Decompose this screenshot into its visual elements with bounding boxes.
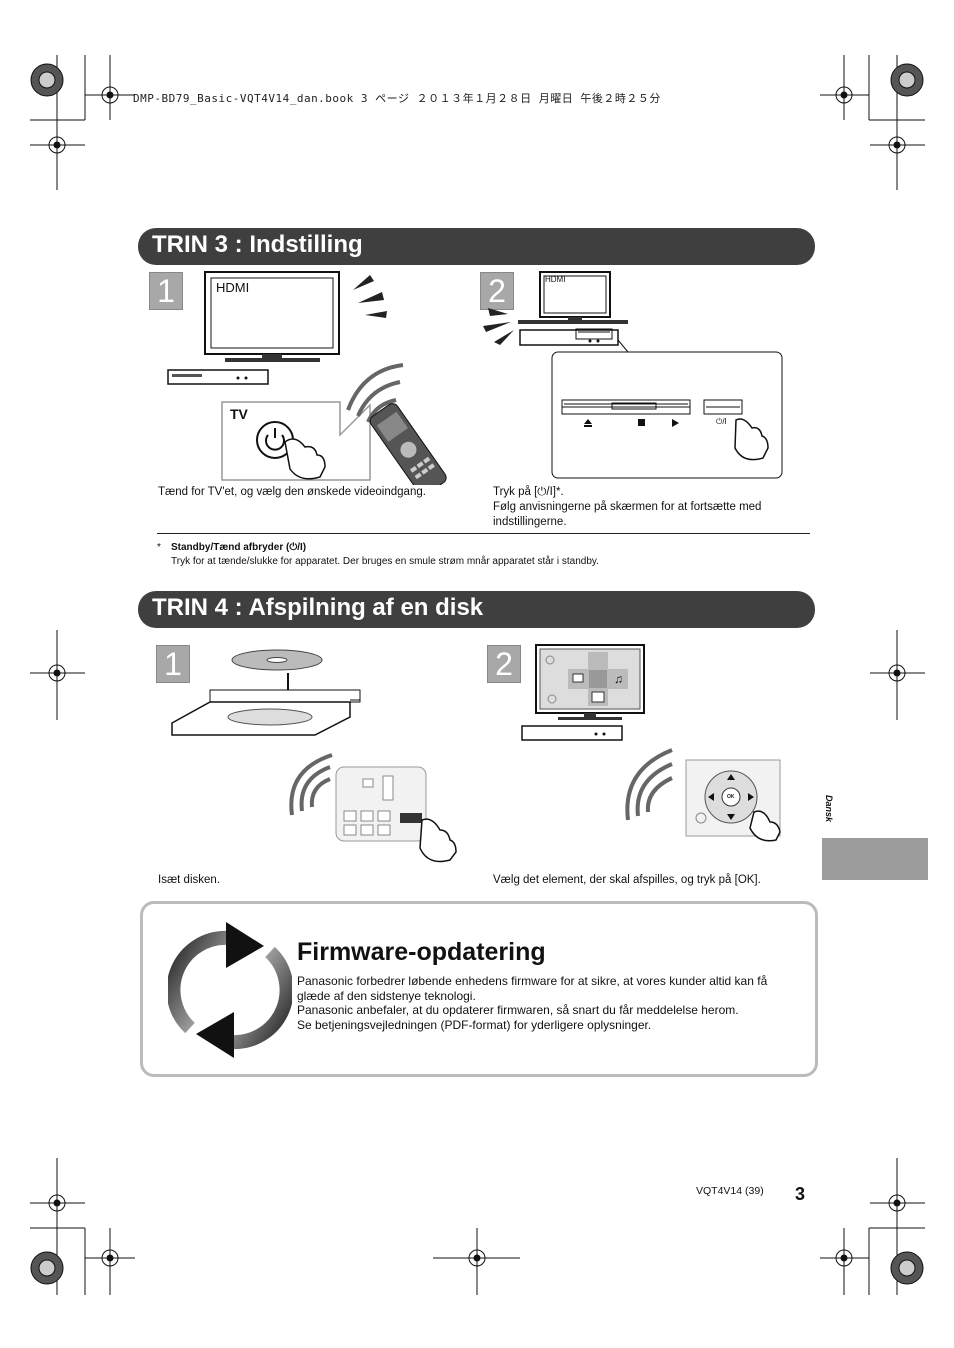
firmware-text: Panasonic forbedrer løbende enhedens fir…	[297, 974, 797, 1032]
step3-1-caption: Tænd for TV'et, og vælg den ønskede vide…	[158, 486, 426, 498]
language-tab	[822, 838, 928, 880]
page-number: 3	[795, 1184, 806, 1204]
language-tab-label-wrap: Dansk	[820, 795, 836, 835]
power-button-label: ⏻/I	[716, 417, 727, 426]
firmware-line: Panasonic anbefaler, at du opdaterer fir…	[297, 1003, 739, 1017]
tv-button-label: TV	[230, 406, 248, 422]
tv-input-label-small: HDMI	[545, 275, 566, 284]
step3-2-caption-line3: indstillingerne.	[493, 516, 567, 528]
step-number-box: 2	[487, 645, 521, 683]
step-number: 1	[164, 646, 182, 682]
tv-and-remote-illustration	[167, 271, 447, 485]
step3-2-caption-line2: Følg anvisningerne på skærmen for at for…	[493, 501, 762, 513]
player-front-panel-illustration	[483, 271, 783, 479]
ok-button-label: OK	[727, 794, 735, 800]
step4-1-caption: Isæt disken.	[158, 874, 220, 886]
step-number: 2	[488, 273, 506, 309]
step3-2-caption-line1: Tryk på [⏻/I]*.	[493, 486, 564, 498]
footnote-title: Standby/Tænd afbryder (⏻/I)	[171, 542, 307, 553]
firmware-title: Firmware-opdatering	[297, 938, 546, 966]
step-number-box: 2	[480, 272, 514, 310]
footnote-marker: *	[157, 542, 161, 553]
section4-banner: TRIN 4 : Afspilning af en disk	[138, 591, 815, 628]
firmware-box	[140, 901, 818, 1077]
refresh-arrows-icon	[168, 922, 292, 1058]
tv-input-label: HDMI	[216, 280, 250, 295]
step4-2-caption: Vælg det element, der skal afspilles, og…	[493, 874, 761, 886]
firmware-line: Panasonic forbedrer løbende enhedens fir…	[297, 974, 768, 1003]
document-reference: VQT4V14 (39)	[696, 1185, 764, 1197]
file-header-line: DMP-BD79_Basic-VQT4V14_dan.book 3 ページ ２０…	[133, 92, 661, 105]
footnote-text: Tryk for at tænde/slukke for apparatet. …	[171, 556, 599, 567]
section4-title: TRIN 4 : Afspilning af en disk	[152, 594, 484, 621]
disc-insert-illustration	[171, 649, 457, 863]
menu-select-illustration: ♫	[521, 644, 781, 842]
step-number: 2	[495, 646, 513, 682]
step-number: 1	[157, 273, 175, 309]
section3-title: TRIN 3 : Indstilling	[152, 231, 363, 258]
section3-banner: TRIN 3 : Indstilling	[138, 228, 815, 265]
firmware-line: Se betjeningsvejledningen (PDF-format) f…	[297, 1017, 652, 1032]
step-number-box: 1	[156, 645, 190, 683]
step-number-box: 1	[149, 272, 183, 310]
language-tab-label: Dansk	[824, 795, 834, 823]
svg-text:♫: ♫	[614, 672, 623, 686]
footnote-divider	[157, 533, 810, 534]
